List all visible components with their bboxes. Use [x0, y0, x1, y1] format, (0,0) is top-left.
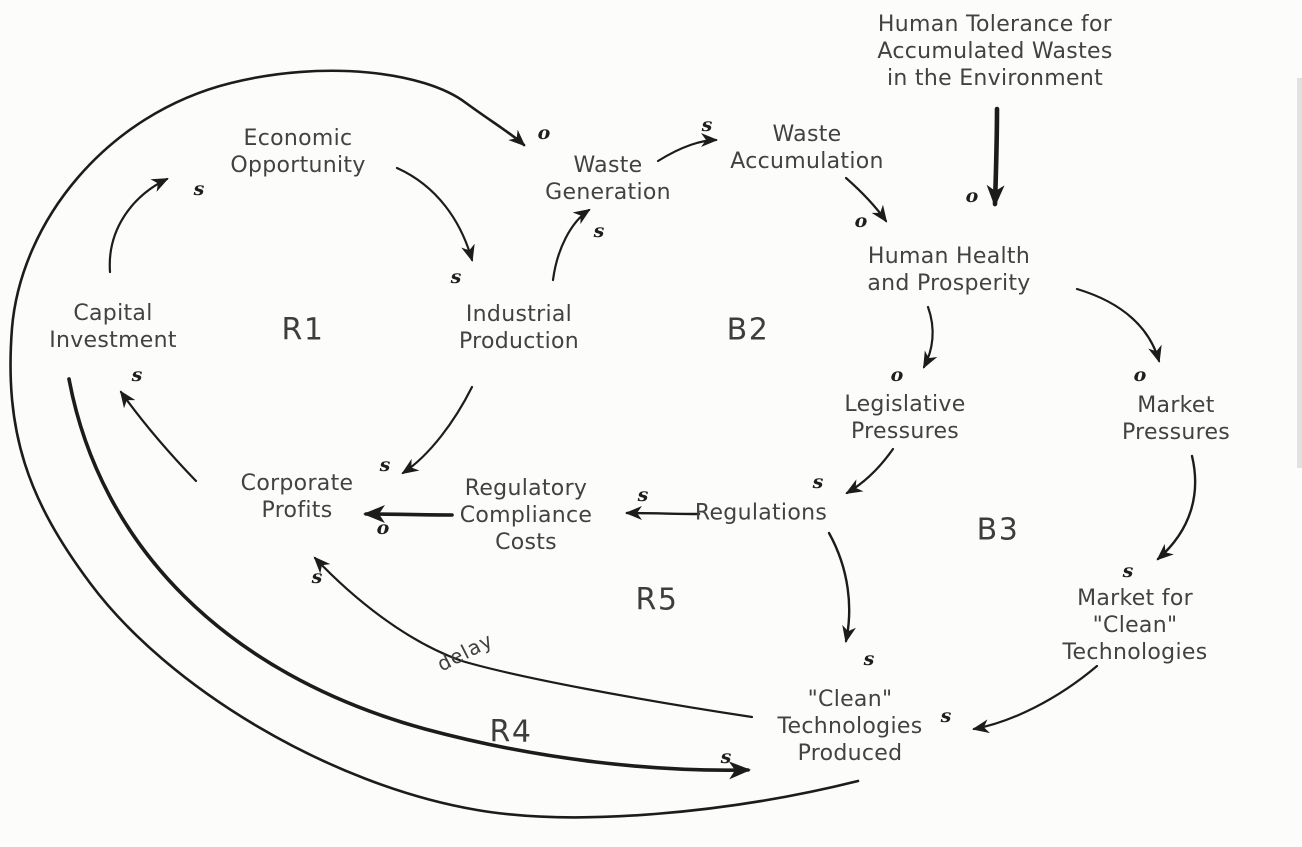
s-marketpressures-to-marketclean: s	[1122, 560, 1134, 582]
o-costs-to-profits: o	[376, 517, 390, 539]
node-industrial-production: Industrial Production	[458, 302, 580, 354]
o-cleanprod-to-wastegen: o	[537, 122, 551, 144]
node-regulations: Regulations	[694, 500, 828, 526]
loop-label-R5: R5	[635, 582, 679, 618]
arrow-legislative-pressures-to-regulations	[845, 447, 895, 495]
node-capital-investment: Capital Investment	[49, 301, 177, 353]
arrow-regulatory-compliance-costs-to-corporate-profits	[363, 505, 454, 524]
arrow-human-health-to-market-pressures	[1075, 287, 1162, 363]
loop-label-R4: R4	[489, 714, 533, 750]
arrow-regulations-to-regulatory-compliance-costs	[625, 506, 701, 521]
s-industrial-to-profits: s	[379, 454, 391, 476]
arrow-waste-accumulation-to-human-health	[844, 176, 888, 223]
node-corporate-profits: Corporate Profits	[240, 471, 354, 523]
s-legislative-to-regulations: s	[812, 471, 824, 493]
arrow-industrial-production-to-corporate-profits	[401, 385, 474, 475]
node-legislative-pressures: Legislative Pressures	[844, 392, 966, 444]
o-health-to-marketpressures: o	[1133, 364, 1147, 386]
arrow-clean-technologies-produced-to-waste-generation	[9, 69, 860, 819]
node-economic-opportunity: Economic Opportunity	[230, 126, 366, 178]
node-waste-accumulation: Waste Accumulation	[730, 122, 884, 174]
arrow-corporate-profits-to-capital-investment	[119, 390, 198, 483]
node-human-tolerance: Human Tolerance for Accumulated Wastes i…	[877, 11, 1113, 91]
s-regulations-to-cleantech: s	[863, 648, 875, 670]
s-industrial-to-wastegen: s	[593, 220, 605, 242]
arrow-capital-investment-to-clean-technologies-produced	[67, 377, 751, 780]
loop-label-R1: R1	[281, 312, 325, 348]
loop-label-B3: B3	[976, 512, 1020, 548]
arrow-human-health-to-legislative-pressures	[922, 305, 938, 369]
s-cleanprod-to-profits: s	[311, 566, 323, 588]
arrow-market-for-clean-technologies-to-clean-technologies-produced	[972, 664, 1099, 734]
s-marketclean-to-cleanprod: s	[940, 705, 952, 727]
node-regulatory-compliance-costs: Regulatory Compliance Costs	[459, 475, 593, 555]
node-human-health: Human Health and Prosperity	[867, 244, 1031, 296]
arrow-capital-investment-to-economic-opportunity	[108, 177, 169, 274]
s-regulations-to-costs: s	[637, 484, 649, 506]
o-health-to-legislative: o	[890, 364, 904, 386]
loop-label-B2: B2	[726, 312, 770, 348]
s-capital-to-cleanprod: s	[720, 746, 732, 768]
arrow-human-tolerance-to-human-health	[986, 106, 1005, 207]
s-wastegen-to-wasteaccum: s	[701, 114, 713, 136]
arrow-clean-technologies-produced-to-corporate-profits-delay	[313, 556, 754, 719]
s-economic-to-industrial: s	[450, 266, 462, 288]
node-waste-generation: Waste Generation	[545, 153, 671, 205]
arrow-industrial-production-to-waste-generation	[551, 208, 591, 282]
node-market-pressures: Market Pressures	[1121, 393, 1231, 445]
o-tolerance-to-health: o	[965, 185, 979, 207]
o-wasteaccum-to-health: o	[854, 210, 868, 232]
s-capital-to-economic: s	[193, 178, 205, 200]
node-market-for-clean-technologies: Market for "Clean" Technologies	[1062, 585, 1208, 665]
s-profits-to-capital: s	[131, 364, 143, 386]
arrow-regulations-to-clean-technologies-produced	[827, 531, 856, 643]
arrow-economic-opportunity-to-industrial-production	[395, 166, 475, 262]
arrow-waste-generation-to-waste-accumulation	[656, 133, 718, 163]
scan-edge-artifact	[1297, 78, 1302, 468]
node-clean-technologies-produced: "Clean" Technologies Produced	[777, 686, 923, 766]
arrow-market-pressures-to-market-for-clean-technologies	[1156, 454, 1197, 561]
